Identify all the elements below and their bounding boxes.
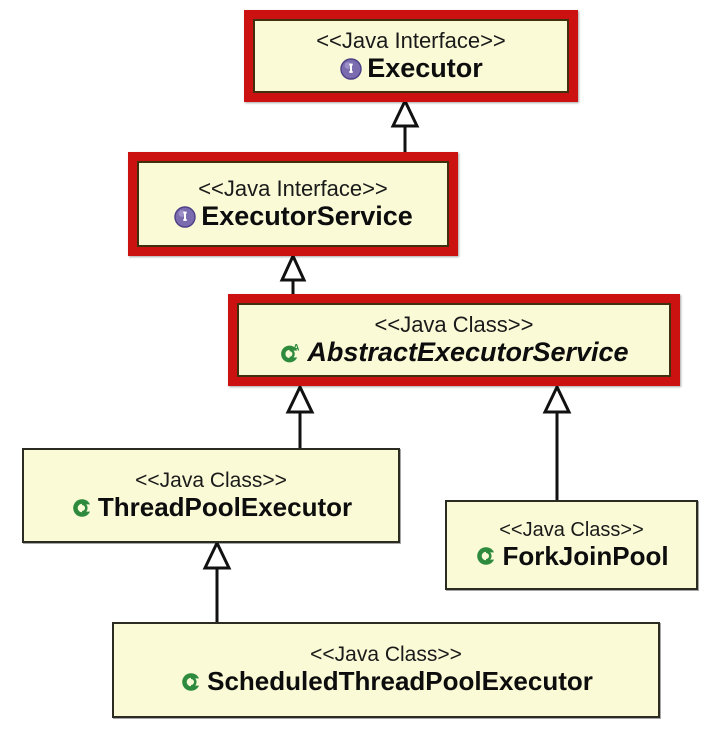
node-name-row: Executor: [339, 53, 483, 84]
edge-abstractexecutorservice-to-executorservice: [279, 252, 307, 294]
node-name-row: ExecutorService: [173, 201, 413, 232]
uml-node-executor-service[interactable]: <<Java Interface>> ExecutorService: [128, 152, 458, 256]
stereotype-label: <<Java Class>>: [135, 468, 287, 492]
stereotype-label: <<Java Class>>: [499, 518, 644, 541]
edge-executorservice-to-executor: [390, 97, 420, 152]
edge-threadpoolexecutor-to-abstractexecutorservice: [285, 383, 315, 448]
node-name: ExecutorService: [201, 201, 413, 232]
node-name: ForkJoinPool: [502, 540, 669, 571]
node-name: ScheduledThreadPoolExecutor: [207, 666, 593, 697]
svg-text:A: A: [293, 342, 300, 352]
uml-node-scheduled-thread-pool-executor[interactable]: <<Java Class>> ScheduledThreadPoolExecut…: [112, 622, 660, 718]
node-name: ThreadPoolExecutor: [97, 491, 353, 522]
stereotype-label: <<Java Interface>>: [316, 28, 506, 54]
class-icon: [182, 673, 201, 691]
abstract-class-icon: A: [281, 342, 300, 362]
class-icon: [477, 547, 496, 566]
node-name: Executor: [367, 53, 483, 84]
uml-node-thread-pool-executor[interactable]: <<Java Class>> ThreadPoolExecutor: [22, 448, 400, 543]
stereotype-label: <<Java Class>>: [310, 643, 462, 667]
uml-node-abstract-executor-service[interactable]: <<Java Class>> A AbstractExecutorService: [228, 294, 680, 386]
interface-icon: [174, 205, 196, 228]
edge-scheduledthreadpoolexecutor-to-threadpoolexecutor: [202, 539, 232, 622]
node-name: AbstractExecutorService: [307, 337, 629, 368]
edge-forkjoinpool-to-abstractexecutorservice: [542, 383, 572, 500]
class-icon: [73, 498, 91, 517]
stereotype-label: <<Java Class>>: [374, 312, 534, 338]
node-name-row: ScheduledThreadPoolExecutor: [179, 668, 593, 695]
uml-node-executor[interactable]: <<Java Interface>> Executor: [244, 10, 578, 102]
node-name-row: ThreadPoolExecutor: [70, 491, 353, 522]
node-name-row: A AbstractExecutorService: [279, 337, 629, 368]
stereotype-label: <<Java Interface>>: [198, 176, 388, 202]
node-name-row: ForkJoinPool: [474, 540, 669, 571]
interface-icon: [340, 57, 362, 80]
uml-node-fork-join-pool[interactable]: <<Java Class>> ForkJoinPool: [445, 500, 698, 590]
